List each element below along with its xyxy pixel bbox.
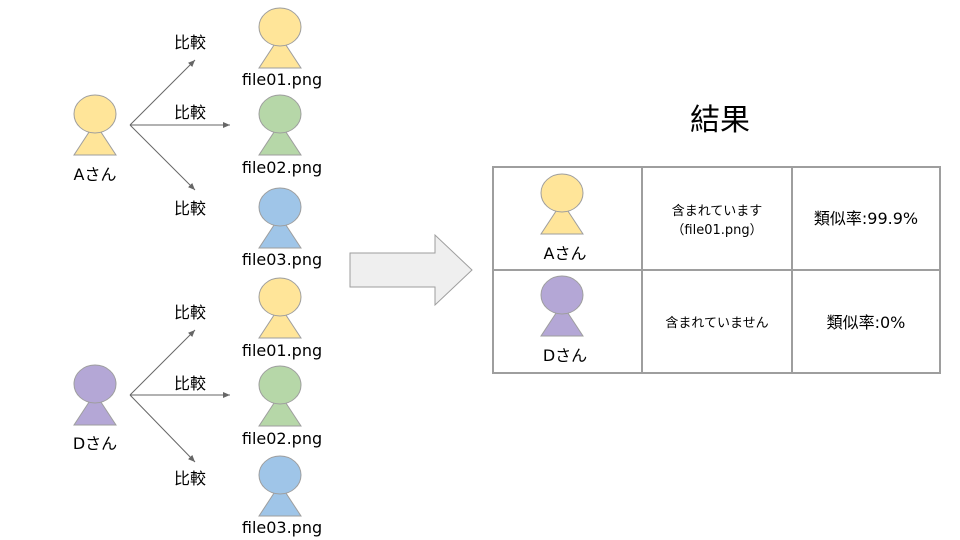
person-head: [258, 277, 302, 317]
compare-label: 比較: [174, 33, 206, 52]
compare-arrow-1: [129, 59, 196, 126]
person-d-label: Dさん: [73, 434, 117, 453]
person-head: [258, 365, 302, 405]
file01-person-icon: [258, 277, 302, 339]
result-table: Aさん 含まれています （file01.png） 類似率:99.9% Dさん 含…: [492, 166, 941, 374]
compare-label: 比較: [174, 303, 206, 322]
file-label: file01.png: [242, 70, 322, 89]
row-person-label: Dさん: [543, 346, 587, 365]
person-body: [540, 303, 584, 337]
group-d: Dさん 比較 比較 比較 file01.png file02.png file0…: [73, 277, 322, 537]
person-body: [73, 392, 117, 426]
right-block-arrow-icon: [349, 233, 473, 307]
person-head: [73, 94, 117, 134]
file-label: file03.png: [242, 250, 322, 269]
file03-person-icon: [258, 455, 302, 517]
person-d-icon: [73, 364, 117, 426]
compare-arrow-1: [129, 329, 196, 396]
row-status-file: （file01.png）: [671, 223, 762, 238]
person-body: [540, 201, 584, 235]
compare-label: 比較: [174, 103, 206, 122]
row-person-label: Aさん: [544, 244, 587, 263]
file02-person-icon: [258, 365, 302, 427]
file01-person-icon: [258, 7, 302, 69]
compare-label: 比較: [174, 199, 206, 218]
person-head: [258, 455, 302, 495]
row-status: 含まれていません: [665, 315, 768, 331]
person-head: [73, 364, 117, 404]
file-label: file01.png: [242, 341, 322, 360]
row-similarity: 類似率:99.9%: [814, 209, 918, 228]
compare-arrow-3: [129, 124, 196, 191]
person-head: [540, 275, 584, 315]
person-a-icon: [540, 173, 584, 235]
person-a-icon: [73, 94, 117, 156]
row-status-text: 含まれていません: [665, 315, 768, 331]
person-body: [258, 305, 302, 339]
compare-label: 比較: [174, 374, 206, 393]
person-body: [73, 122, 117, 156]
row-status: 含まれています: [672, 203, 763, 219]
table-row: Dさん 含まれていません 類似率:0%: [540, 275, 906, 365]
file-label: file03.png: [242, 518, 322, 537]
person-head: [258, 94, 302, 134]
person-head: [258, 187, 302, 227]
person-a-label: Aさん: [74, 165, 117, 184]
person-head: [258, 7, 302, 47]
file03-person-icon: [258, 187, 302, 249]
compare-label: 比較: [174, 469, 206, 488]
row-similarity: 類似率:0%: [827, 313, 906, 332]
person-body: [258, 122, 302, 156]
person-body: [258, 483, 302, 517]
file-label: file02.png: [242, 429, 322, 448]
result-title: 結果: [690, 103, 750, 138]
person-body: [258, 393, 302, 427]
group-a: Aさん 比較 比較 比較 file01.png file02.png file0…: [73, 7, 322, 269]
person-body: [258, 215, 302, 249]
table-row: Aさん 含まれています （file01.png） 類似率:99.9%: [540, 173, 918, 263]
file-label: file02.png: [242, 158, 322, 177]
person-d-icon: [540, 275, 584, 337]
compare-arrow-3: [129, 394, 196, 463]
person-head: [540, 173, 584, 213]
file02-person-icon: [258, 94, 302, 156]
person-body: [258, 35, 302, 69]
